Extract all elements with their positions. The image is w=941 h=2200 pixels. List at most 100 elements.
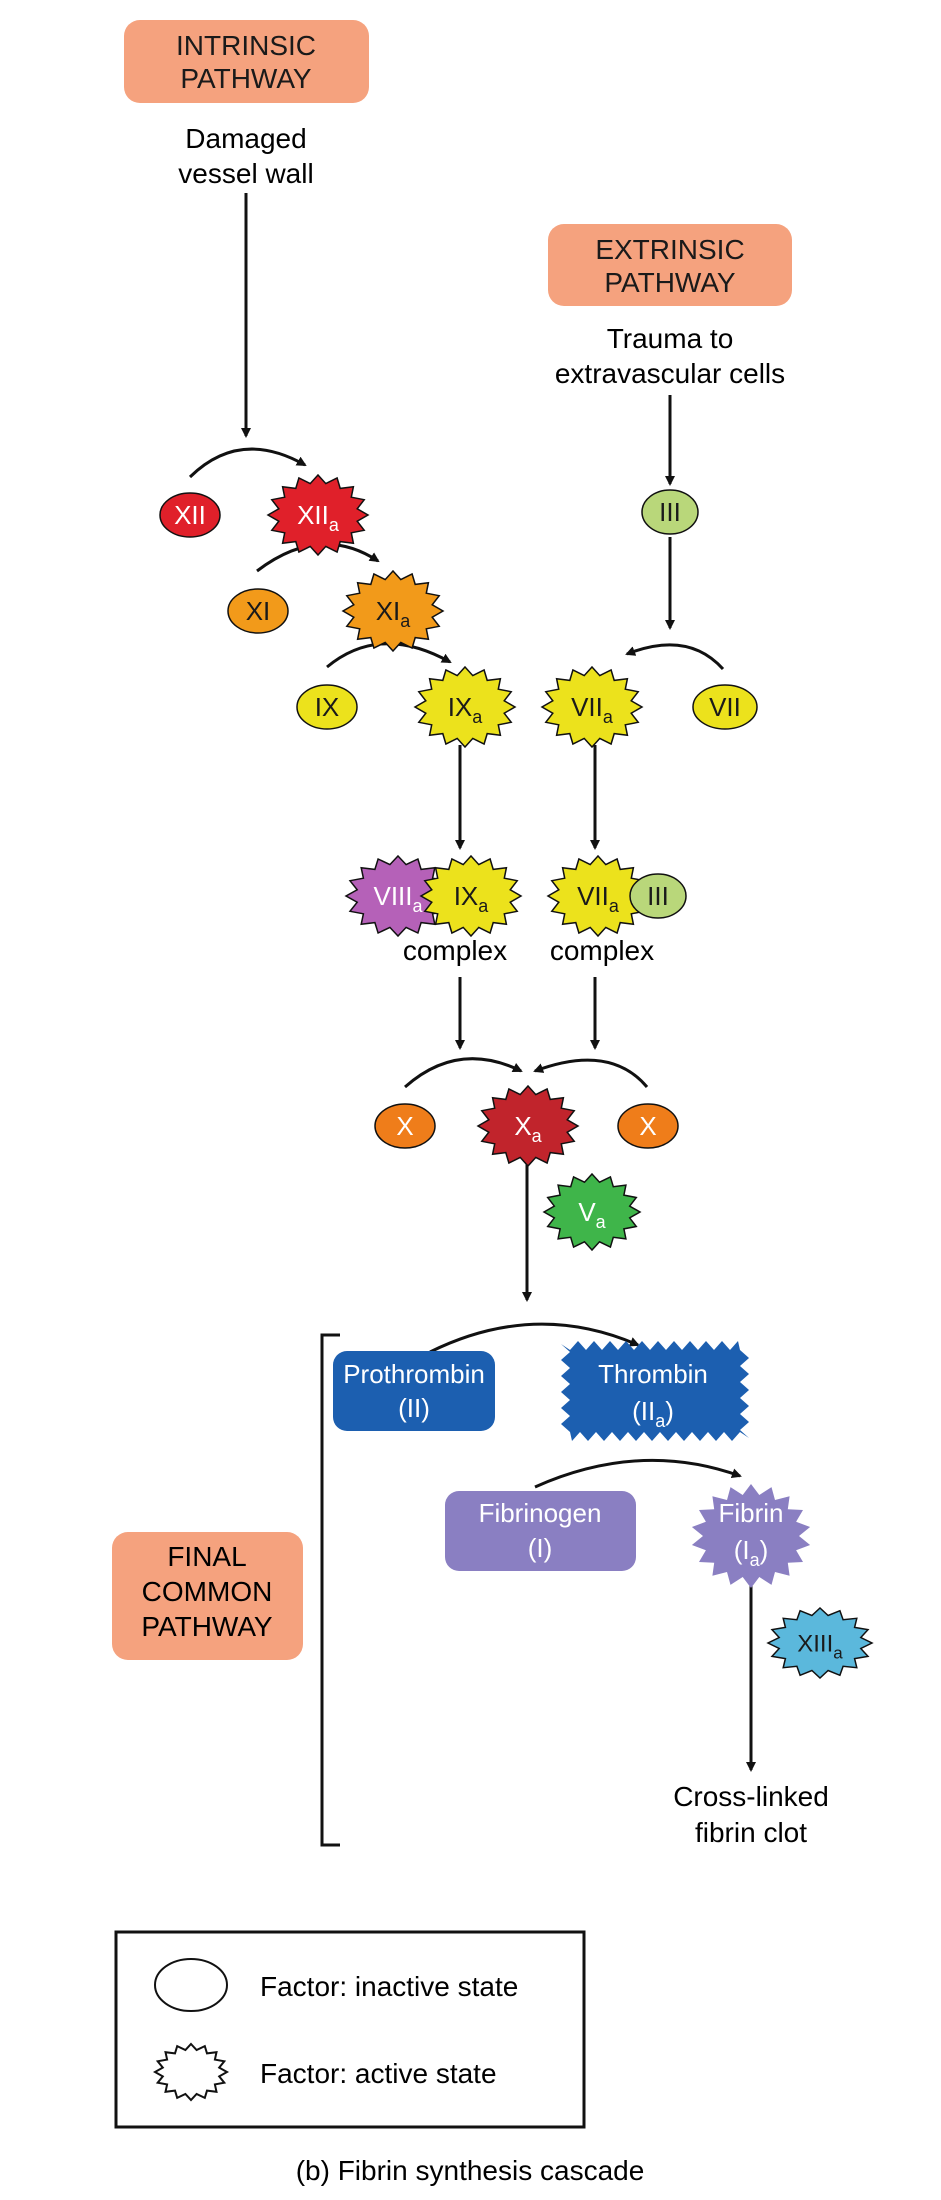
- factor-ix: IX: [296, 684, 358, 730]
- complex-label-left: complex: [403, 935, 507, 966]
- factor-xa: Xa: [476, 1084, 580, 1168]
- curve-prothrombin-to-thrombin: [429, 1322, 640, 1354]
- xa-shape: [476, 1084, 580, 1168]
- x-left-shape: [374, 1103, 436, 1149]
- xii-label: XII: [174, 500, 206, 530]
- factor-vii: VII: [692, 684, 758, 730]
- factor-iii: III: [641, 489, 699, 535]
- xi-shape: [227, 588, 289, 634]
- clot-label-line1: Cross-linked: [673, 1781, 829, 1812]
- final-common-bracket: [320, 1333, 340, 1847]
- va-label: Va: [578, 1197, 606, 1232]
- viia-complex-label: VIIa: [577, 881, 620, 916]
- iii-complex-label: III: [647, 881, 669, 911]
- factor-x-right: X: [617, 1103, 679, 1149]
- factor-xiia: XIIa: [266, 473, 370, 557]
- legend-inactive-icon: [154, 1958, 228, 2012]
- extrinsic-trigger-line2: extravascular cells: [555, 358, 785, 389]
- ixa-complex-shape: [419, 854, 523, 938]
- viia-label: VIIa: [571, 692, 614, 727]
- thrombin-name: Thrombin: [598, 1359, 708, 1389]
- fibrin-numeral: (Ia): [734, 1535, 769, 1570]
- extrinsic-title-line2: PATHWAY: [604, 267, 736, 298]
- extrinsic-pathway-box: EXTRINSIC PATHWAY: [548, 224, 792, 306]
- extrinsic-box: [548, 224, 792, 306]
- factor-x-left: X: [374, 1103, 436, 1149]
- factor-ixa-complex: IXa: [419, 854, 523, 938]
- intrinsic-trigger-line2: vessel wall: [178, 158, 313, 189]
- viia-complex-shape: [546, 854, 650, 938]
- curve-xii-to-xiia: [188, 447, 307, 479]
- x-left-label: X: [396, 1111, 413, 1141]
- intrinsic-title-line2: PATHWAY: [180, 63, 312, 94]
- factor-xia: XIa: [341, 569, 445, 653]
- final-title-line2: COMMON: [142, 1576, 273, 1607]
- final-box: [112, 1532, 303, 1660]
- final-title-line1: FINAL: [167, 1541, 246, 1572]
- curve-x-left-to-xa: [404, 1057, 523, 1089]
- xii-shape: [159, 492, 221, 538]
- prothrombin-numeral: (II): [398, 1393, 430, 1423]
- viiia-label: VIIIa: [373, 881, 423, 916]
- ix-shape: [296, 684, 358, 730]
- legend-inactive-label: Factor: inactive state: [260, 1971, 518, 2002]
- factor-ixa: IXa: [413, 665, 517, 749]
- xiiia-shape: [766, 1606, 874, 1680]
- fibrinogen-numeral: (I): [528, 1533, 553, 1563]
- fibrinogen-name: Fibrinogen: [479, 1498, 602, 1528]
- straight-arrows: [241, 193, 756, 1772]
- legend: Factor: inactive state Factor: active st…: [114, 1930, 586, 2129]
- ixa-shape: [413, 665, 517, 749]
- fibrin-name: Fibrin: [718, 1498, 783, 1528]
- legend-active-label: Factor: active state: [260, 2058, 497, 2089]
- extrinsic-title-line1: EXTRINSIC: [595, 234, 744, 265]
- prothrombin-factor: Prothrombin (II): [333, 1351, 495, 1431]
- final-title-line3: PATHWAY: [141, 1611, 273, 1642]
- factor-xi: XI: [227, 588, 289, 634]
- ix-label: IX: [315, 692, 340, 722]
- intrinsic-title-line1: INTRINSIC: [176, 30, 316, 61]
- factor-viia-complex: VIIa: [546, 854, 650, 938]
- factor-viia: VIIa: [540, 665, 644, 749]
- xia-label: XIa: [376, 596, 412, 631]
- legend-active-icon: [152, 2042, 230, 2102]
- intrinsic-trigger-line1: Damaged: [185, 123, 306, 154]
- x-right-shape: [617, 1103, 679, 1149]
- figure-caption: (b) Fibrin synthesis cascade: [296, 2155, 645, 2186]
- curve-ix-to-ixa: [326, 642, 452, 669]
- extrinsic-trigger-line1: Trauma to: [607, 323, 734, 354]
- final-common-pathway-box: FINAL COMMON PATHWAY: [112, 1532, 303, 1660]
- curve-vii-to-viia: [625, 643, 725, 671]
- iii-complex-shape: [629, 873, 687, 919]
- curve-fibrinogen-to-fibrin: [534, 1458, 742, 1489]
- prothrombin-name: Prothrombin: [343, 1359, 485, 1389]
- intrinsic-pathway-box: INTRINSIC PATHWAY: [124, 20, 369, 103]
- xi-label: XI: [246, 596, 271, 626]
- fibrin-factor: Fibrin (Ia): [691, 1484, 811, 1588]
- viia-shape: [540, 665, 644, 749]
- complex-label-right: complex: [550, 935, 654, 966]
- xiiia-label: XIIIa: [797, 1630, 843, 1662]
- clot-label-line2: fibrin clot: [695, 1817, 807, 1848]
- thrombin-numeral: (IIa): [632, 1396, 674, 1431]
- vii-label: VII: [709, 692, 741, 722]
- vii-shape: [692, 684, 758, 730]
- intrinsic-box: [124, 20, 369, 103]
- xa-label: Xa: [514, 1111, 542, 1146]
- curve-x-right-to-xa: [533, 1058, 649, 1088]
- fibrinogen-factor: Fibrinogen (I): [445, 1491, 636, 1571]
- xia-shape: [341, 569, 445, 653]
- factor-xiiia: XIIIa: [766, 1606, 874, 1680]
- thrombin-factor: Thrombin (IIa): [561, 1341, 749, 1441]
- ixa-label: IXa: [448, 692, 484, 727]
- xiia-shape: [266, 473, 370, 557]
- factor-va: Va: [542, 1172, 642, 1252]
- va-shape: [542, 1172, 642, 1252]
- x-right-label: X: [639, 1111, 656, 1141]
- xiia-label: XIIa: [297, 500, 340, 535]
- iii-label: III: [659, 497, 681, 527]
- factor-iii-complex: III: [629, 873, 687, 919]
- factor-xii: XII: [159, 492, 221, 538]
